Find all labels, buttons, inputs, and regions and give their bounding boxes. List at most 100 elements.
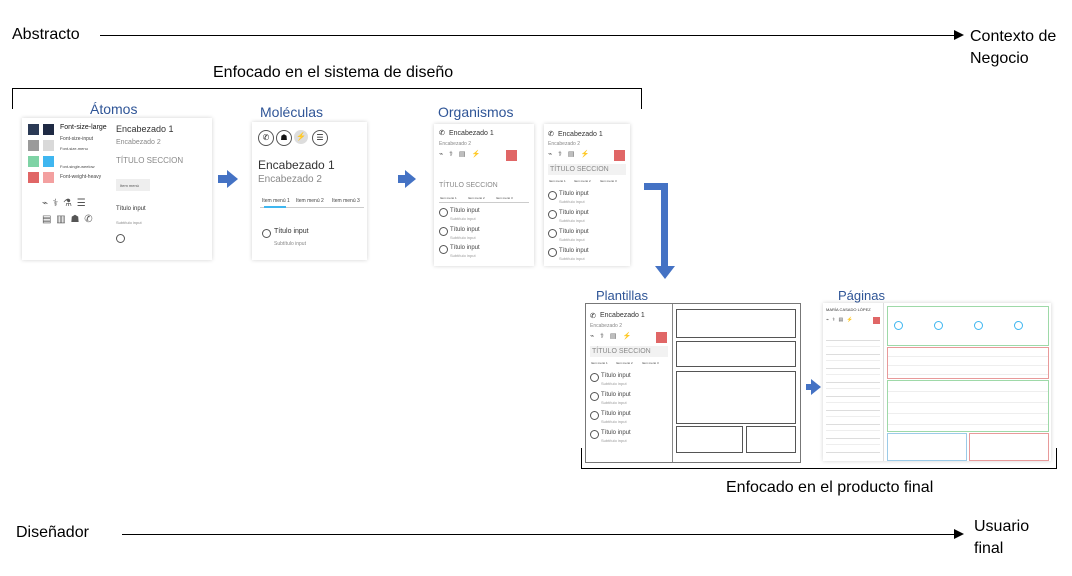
stage-molecules-title: Moléculas [260,104,324,120]
placeholder-box [676,426,743,453]
atoms-icons-row1: ⌁ ⚕ ⚗ ☰ [42,198,87,209]
placeholder-box [676,309,796,338]
molecules-heading1: Encabezado 1 [258,158,335,172]
molecules-menu-item: Item menú 1 [262,198,290,204]
phone-icon: ✆ [258,130,274,146]
alert-icon [873,317,880,324]
divider [439,202,529,203]
molecules-radio [262,229,271,238]
org-menu-item: Item menú 3 [600,179,617,183]
patient-name: MARÍA CASADO LÓPEZ [826,307,871,312]
phone-icon: ✆ [548,131,554,138]
input-title: Título input [601,411,631,417]
org-section-bar [548,164,626,175]
tpl-menu-item: Item menú 3 [642,361,659,365]
flow-arrow-head [227,170,238,188]
atoms-section-title: TÍTULO SECCION [116,156,184,165]
runner-icon: ⚡ [294,130,308,144]
atoms-input-title: Título input [116,206,146,212]
org-menu-item: Item menú 1 [440,196,457,200]
pages-card-red-2 [969,433,1049,461]
input-subtitle: Subtítulo input [559,256,585,261]
final-product-label: Enfocado en el producto final [726,479,934,496]
tpl-menu-item: Item menú 1 [591,361,608,365]
input-subtitle: Subtítulo input [559,237,585,242]
radio [590,430,599,439]
swatch [28,124,39,135]
alert-icon [656,332,667,343]
radio [439,227,448,236]
stage-templates-title: Plantillas [596,288,649,303]
input-title: Título input [450,245,480,251]
org-icons: ⌁ ⚕ ▤ ⚡ [439,151,483,158]
pages-sidebar: MARÍA CASADO LÓPEZ ⌁ ⚕ ▤ ⚡ [823,303,884,461]
org-section-title: TÍTULO SECCION [439,182,498,189]
org-heading2: Encabezado 2 [548,141,580,147]
templates-panel: ✆ Encabezado 1 Encabezado 2 ⌁ ⚕ ▤ ⚡ TÍTU… [585,303,801,463]
axis-bottom-left-label: Diseñador [16,524,89,541]
flow-arrow-head [811,379,821,395]
input-title: Título input [450,227,480,233]
list-icon: ☰ [312,130,328,146]
swatch [43,124,54,135]
stage-atoms-title: Átomos [90,101,138,117]
atoms-heading2: Encabezado 2 [116,139,161,146]
radio [439,208,448,217]
font-label: Font-size-menu [60,146,88,151]
organisms-panel-a: ✆ Encabezado 1 Encabezado 2 ⌁ ⚕ ▤ ⚡ TÍTU… [434,124,534,266]
molecules-menu-active [264,206,286,208]
molecules-heading2: Encabezado 2 [258,174,322,185]
pages-card-red [887,347,1049,379]
input-subtitle: Subtítulo input [601,419,627,424]
atoms-icons-row2: ▤ ▥ ☗ ✆ [42,214,94,225]
org-heading1: Encabezado 1 [558,131,603,138]
pages-list [826,333,880,453]
stage-organisms-title: Organismos [438,104,514,120]
flow-arrow-head [405,170,416,188]
molecules-menu-item: Item menú 2 [296,198,324,204]
tpl-section-title: TÍTULO SECCION [592,348,651,355]
alert-icon [506,150,517,161]
axis-bottom-arrowhead [954,529,964,539]
design-system-label: Enfocado en el sistema de diseño [213,64,454,81]
flow-bent-arrow-h [644,183,668,190]
input-title: Título input [559,248,589,254]
radio [590,373,599,382]
pages-card-green-2 [887,380,1049,432]
input-title: Título input [601,430,631,436]
tpl-heading2: Encabezado 2 [590,323,622,329]
atoms-menu-item-label: Item menú [120,183,139,188]
molecules-menu-item: Item menú 3 [332,198,360,204]
molecules-menu-underline [260,207,364,208]
tpl-heading1: Encabezado 1 [600,312,645,319]
axis-bottom-line [122,534,955,535]
swatch [43,172,54,183]
placeholder-box [676,341,796,367]
flow-arrow-shaft [806,384,812,390]
radio [548,229,557,238]
org-section-title: TÍTULO SECCION [550,166,609,173]
input-subtitle: Subtítulo input [450,216,476,221]
font-label: Font-weight-heavy [60,174,102,180]
radio [590,392,599,401]
input-subtitle: Subtítulo input [601,400,627,405]
swatch [28,172,39,183]
input-title: Título input [559,210,589,216]
org-menu-item: Item menú 2 [574,179,591,183]
pages-card-green [887,306,1049,346]
org-menu-item: Item menú 1 [549,179,566,183]
organisms-panel-b: ✆ Encabezado 1 Encabezado 2 ⌁ ⚕ ▤ ⚡ TÍTU… [544,124,630,266]
molecules-input-title: Título input [274,228,309,235]
atoms-radio [116,234,125,243]
radio [548,248,557,257]
tpl-icons: ⌁ ⚕ ▤ ⚡ [590,333,634,340]
input-subtitle: Subtítulo input [601,438,627,443]
axis-top-arrowhead [954,30,964,40]
radio [548,210,557,219]
status-dot [934,321,943,330]
axis-top-line [100,35,955,36]
swatch [43,156,54,167]
atoms-menu-item: Item menú [116,179,150,191]
swatch [28,140,39,151]
molecules-panel: ✆ ☗ ⚡ ☰ Encabezado 1 Encabezado 2 Item m… [252,122,367,260]
